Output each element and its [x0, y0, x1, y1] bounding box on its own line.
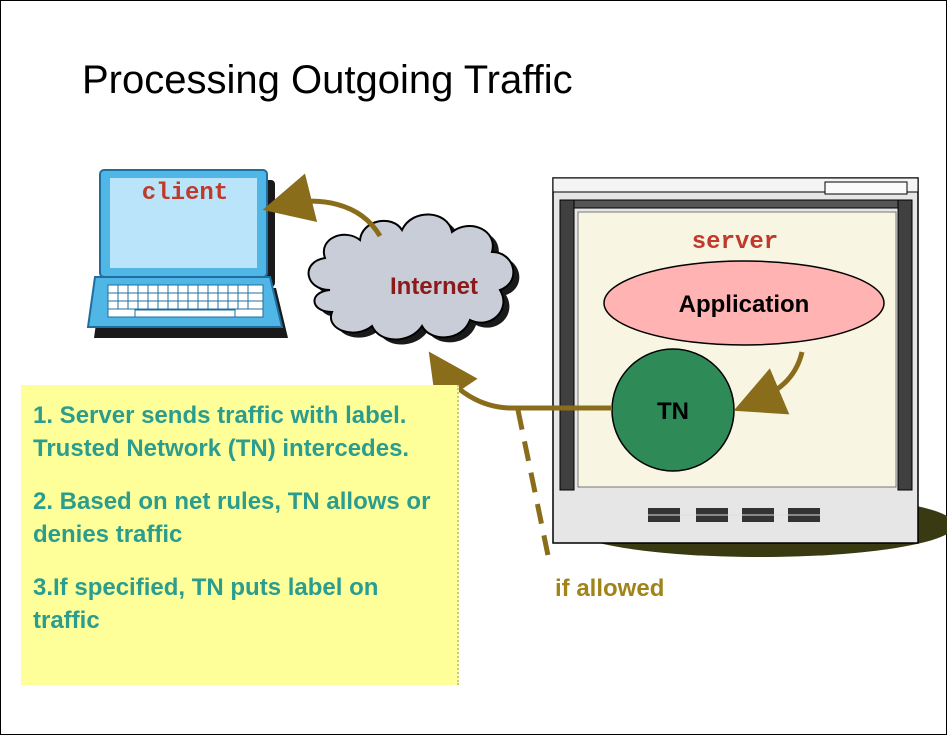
- application-label: Application: [679, 291, 810, 318]
- tn-label: TN: [657, 398, 689, 425]
- application-to-tn-arrow: [733, 351, 805, 415]
- server-label: server: [692, 229, 778, 256]
- if-allowed-label: if allowed: [555, 575, 665, 602]
- application-node: [603, 260, 885, 346]
- note-item: 2. Based on net rules, TN allows or deni…: [33, 488, 431, 548]
- note-item: 3.If specified, TN puts label on traffic: [33, 574, 379, 634]
- internet-label: Internet: [390, 273, 478, 300]
- client-label: client: [142, 180, 228, 207]
- server-icon: [552, 177, 947, 557]
- laptop-icon: [86, 169, 288, 338]
- slide-title: Processing Outgoing Traffic: [82, 58, 573, 102]
- cloud-icon: [307, 213, 520, 345]
- internet-to-client-arrow: [262, 173, 383, 238]
- notes-box: 1. Server sends traffic with label. Trus…: [21, 385, 459, 685]
- allowed-dashed-line: [515, 409, 553, 566]
- tn-to-internet-arrow: [428, 351, 612, 411]
- note-item: 1. Server sends traffic with label. Trus…: [33, 402, 410, 462]
